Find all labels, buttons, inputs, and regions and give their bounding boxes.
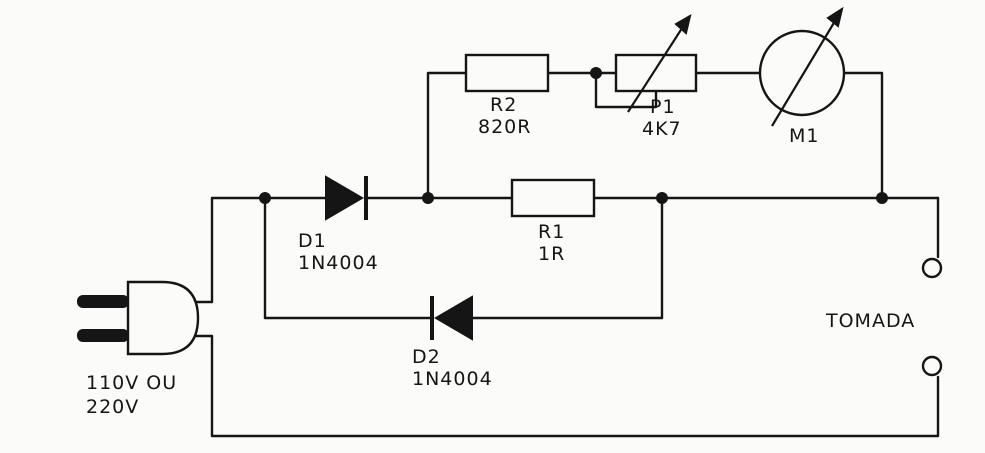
diode-d2-icon: [430, 295, 473, 341]
d2-ref-label: D2: [412, 346, 441, 368]
potentiometer-p1-icon: [614, 13, 698, 113]
junction-dot: [656, 192, 668, 204]
p1-ref-label: P1: [650, 96, 676, 118]
r1-ref-label: R1: [538, 221, 565, 243]
resistor-r2-icon: [464, 53, 550, 93]
outlet-label: TOMADA: [825, 310, 915, 332]
junction-dot: [876, 192, 888, 204]
r2-ref-label: R2: [490, 94, 517, 116]
d1-value-label: 1N4004: [298, 252, 379, 274]
junction-dot: [590, 67, 602, 79]
outlet-terminals-icon: [921, 257, 943, 377]
wires: [194, 71, 940, 438]
p1-value-label: 4K7: [642, 118, 682, 140]
junctions: [259, 67, 888, 204]
r2-value-label: 820R: [478, 116, 531, 138]
supply-voltage-line2: 220V: [86, 396, 139, 418]
r1-value-label: 1R: [538, 243, 565, 265]
junction-dot: [259, 192, 271, 204]
mains-plug-icon: [77, 280, 200, 356]
resistor-r1-icon: [510, 178, 596, 218]
supply-voltage-line1: 110V OU: [86, 372, 177, 394]
d2-value-label: 1N4004: [412, 368, 493, 390]
junction-dot: [422, 192, 434, 204]
meter-m1-icon: [758, 6, 846, 127]
m1-ref-label: M1: [789, 125, 819, 147]
diode-d1-icon: [325, 175, 368, 221]
d1-ref-label: D1: [298, 230, 327, 252]
